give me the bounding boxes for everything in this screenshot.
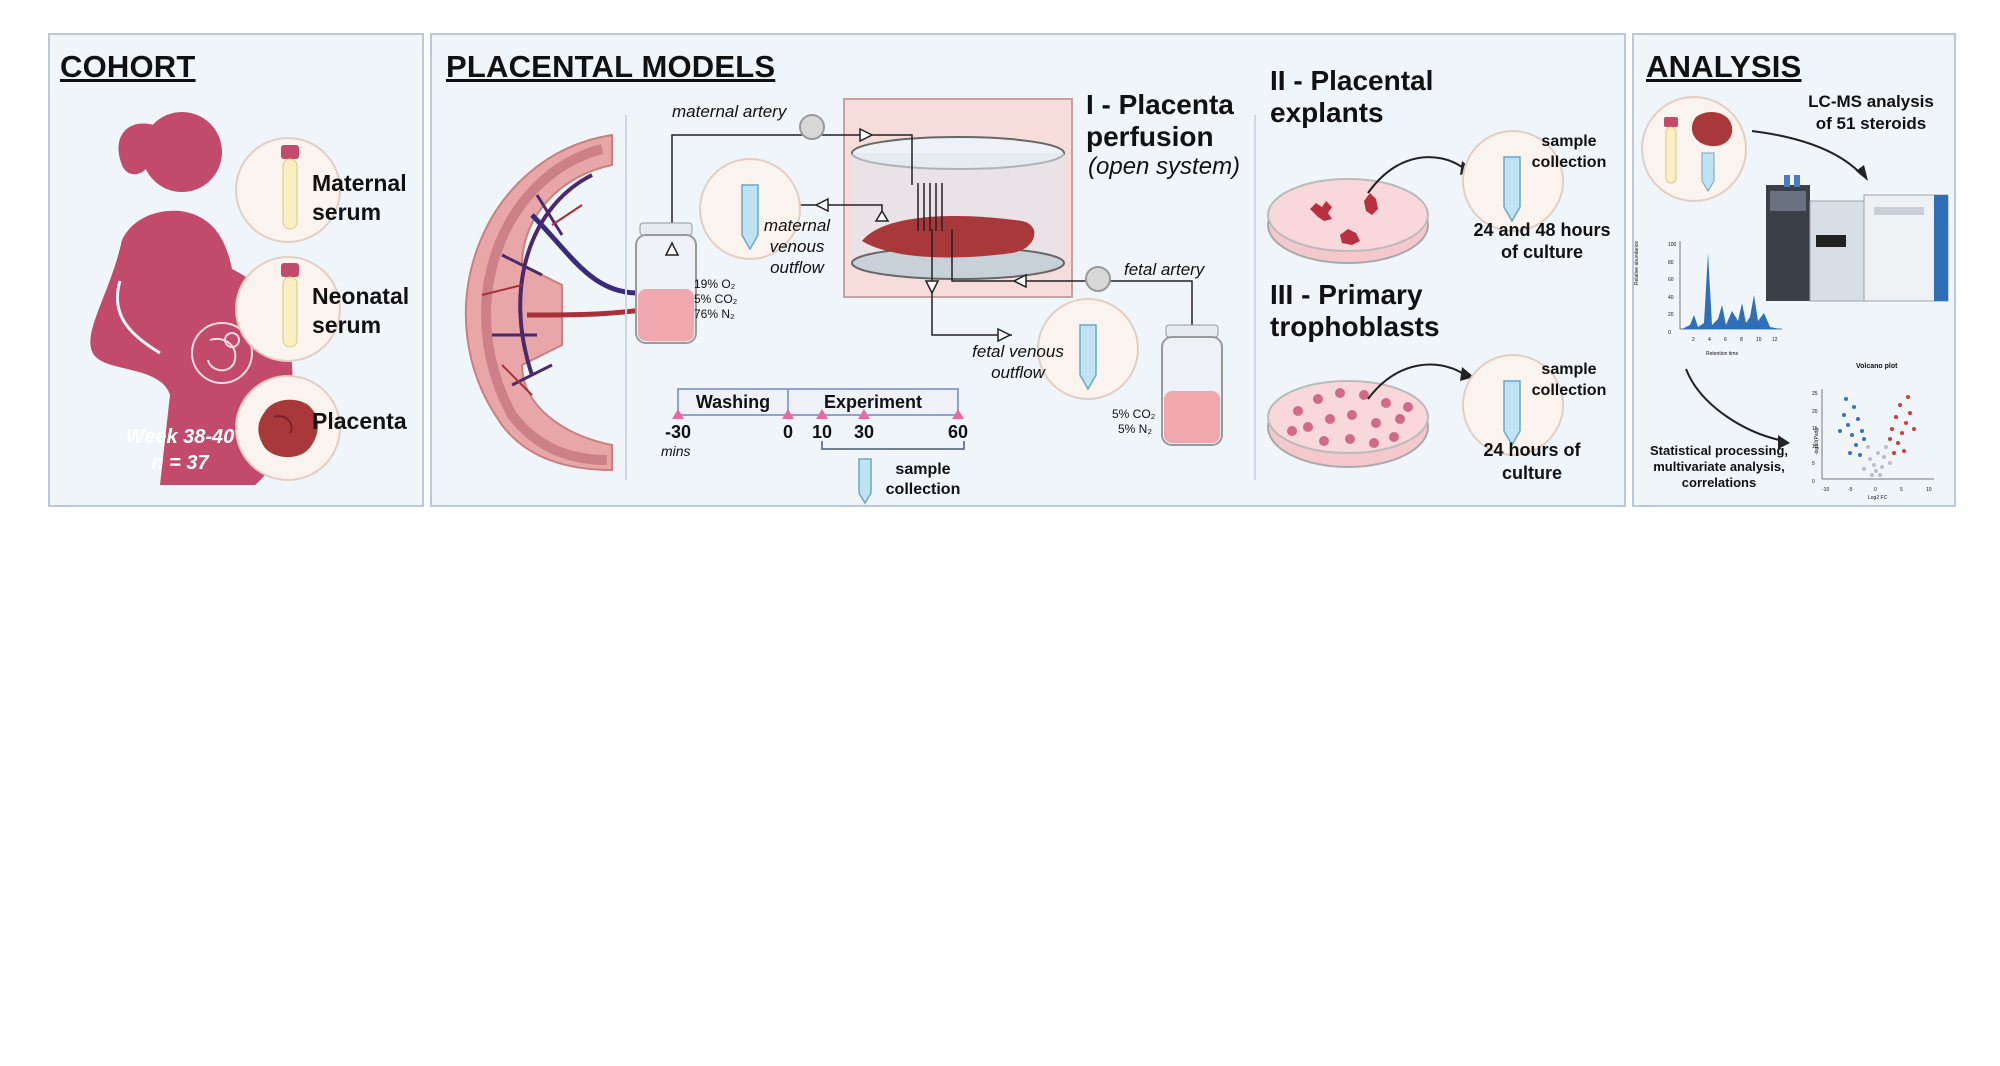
- maternal-serum-tube-icon: [281, 145, 299, 230]
- volcano-ytick: 25: [1812, 391, 1818, 397]
- chromatogram-ytick: 80: [1668, 259, 1674, 266]
- stats-label-1: Statistical processing,: [1650, 443, 1788, 458]
- maternal-serum-label-2: serum: [312, 199, 382, 225]
- chromatogram-ylabel: Relative abundance: [1634, 240, 1640, 285]
- chromatogram-ytick: 100: [1668, 242, 1677, 248]
- volcano-xtick: 10: [1926, 487, 1932, 493]
- volcano-title: Volcano plot: [1856, 363, 1898, 370]
- analysis-graphics: [1641, 96, 1949, 480]
- fetal-artery-label: fetal artery: [1124, 260, 1205, 279]
- explants-sample-2: collection: [1531, 154, 1607, 171]
- chromatogram-xtick: 6: [1724, 337, 1727, 343]
- chromatogram-xtick: 4: [1708, 337, 1711, 343]
- trophoblasts-culture-2: culture: [1501, 463, 1562, 483]
- models-title: PLACENTAL MODELS: [446, 49, 776, 84]
- timeline-tick-10: 10: [811, 422, 833, 442]
- lcms-label-1: LC-MS analysis: [1808, 92, 1934, 111]
- chromatogram-xtick: 2: [1692, 337, 1695, 343]
- explants-title-2: explants: [1270, 97, 1384, 128]
- divider-right: [1254, 115, 1256, 480]
- placenta-tissue-icon: [258, 399, 318, 458]
- timeline-tick-minus30: -30: [664, 422, 691, 442]
- fetal-venous-label-2: outflow: [991, 363, 1045, 382]
- divider-left: [625, 115, 627, 480]
- cohort-n: n = 37: [151, 452, 209, 474]
- explants-culture-2: of culture: [1500, 242, 1583, 262]
- placenta-label: Placenta: [312, 408, 407, 434]
- trophoblasts-dish-icon: [1267, 354, 1564, 468]
- trophoblasts-sample-2: collection: [1531, 382, 1607, 399]
- volcano-xtick: -10: [1822, 487, 1830, 493]
- volcano-ytick: 5: [1812, 461, 1815, 468]
- neonatal-serum-tube-icon: [281, 263, 299, 348]
- fetal-gas-2: 5% N₂: [1118, 422, 1153, 436]
- maternal-venous-label-2: venous: [769, 237, 825, 256]
- explants-dish-icon: [1267, 130, 1564, 264]
- chromatogram-xtick: 12: [1772, 337, 1778, 343]
- stats-label-3: correlations: [1681, 475, 1757, 490]
- neonatal-serum-label-1: Neonatal: [312, 283, 410, 309]
- perfusion-subtitle: (open system): [1088, 153, 1241, 180]
- maternal-artery-label: maternal artery: [672, 102, 787, 121]
- cohort-panel: COHORT Week 38-40 n = 37 Maternal serum …: [48, 33, 424, 507]
- chromatogram-xtick: 10: [1756, 337, 1762, 343]
- volcano-ytick: 10: [1812, 443, 1818, 450]
- timeline-unit: mins: [661, 443, 691, 459]
- volcano-xtick: -5: [1848, 487, 1853, 493]
- maternal-gas-2: 5% CO₂: [694, 292, 738, 306]
- perfusion-title-2: perfusion: [1086, 121, 1214, 152]
- cohort-title: COHORT: [60, 49, 196, 84]
- timeline-sample-2: collection: [885, 481, 961, 498]
- neonatal-serum-label-2: serum: [312, 312, 382, 338]
- analysis-panel: ANALYSIS: [1632, 33, 1956, 507]
- cohort-week: Week 38-40: [125, 426, 235, 448]
- volcano-xlabel: Log2 FC: [1868, 495, 1888, 501]
- maternal-venous-label-3: outflow: [770, 258, 824, 277]
- volcano-xtick: 0: [1874, 487, 1877, 493]
- timeline-tick-0: 0: [782, 422, 793, 442]
- explants-title-1: II - Placental: [1270, 65, 1434, 96]
- fetal-venous-label-1: fetal venous: [972, 342, 1064, 361]
- stats-label-2: multivariate analysis,: [1653, 459, 1785, 474]
- chromatogram-ytick: 40: [1668, 294, 1674, 301]
- placenta-cross-section-icon: [465, 133, 643, 472]
- timeline-tick-30: 30: [853, 422, 875, 442]
- timeline-experiment: Experiment: [823, 392, 923, 412]
- chromatogram-ytick: 60: [1668, 277, 1674, 284]
- timeline-sample-1: sample: [895, 461, 951, 478]
- trophoblasts-sample-1: sample: [1541, 361, 1597, 378]
- chromatogram-ytick: 20: [1668, 312, 1674, 319]
- fetal-gas-1: 5% CO₂: [1112, 407, 1156, 421]
- explants-culture-1: 24 and 48 hours: [1473, 220, 1611, 240]
- lcms-label-2: of 51 steroids: [1815, 114, 1927, 133]
- perfusion-title-1: I - Placenta: [1086, 89, 1234, 120]
- maternal-gas-3: 76% N₂: [694, 307, 735, 321]
- volcano-ytick: 20: [1812, 408, 1818, 415]
- chromatogram-ytick: 0: [1668, 330, 1671, 336]
- maternal-serum-label-1: Maternal: [312, 170, 407, 196]
- trophoblasts-title-2: trophoblasts: [1270, 311, 1440, 342]
- analysis-title: ANALYSIS: [1646, 49, 1802, 84]
- timeline-tick-60: 60: [947, 422, 969, 442]
- models-panel: PLACENTAL MODELS: [430, 33, 1626, 507]
- volcano-ytick: 15: [1812, 426, 1818, 433]
- chromatogram-xlabel: Retention time: [1706, 351, 1739, 357]
- explants-sample-1: sample: [1541, 133, 1597, 150]
- timeline-washing: Washing: [695, 392, 771, 412]
- trophoblasts-title-1: III - Primary: [1270, 279, 1423, 310]
- volcano-ytick: 0: [1812, 479, 1815, 485]
- volcano-xtick: 5: [1900, 487, 1903, 493]
- trophoblasts-culture-1: 24 hours of: [1483, 440, 1581, 460]
- chromatogram-xtick: 8: [1740, 337, 1743, 343]
- maternal-gas-1: 19% O₂: [694, 277, 736, 291]
- maternal-venous-label-1: maternal: [763, 216, 831, 235]
- perfusion-setup-icon: [635, 98, 1223, 505]
